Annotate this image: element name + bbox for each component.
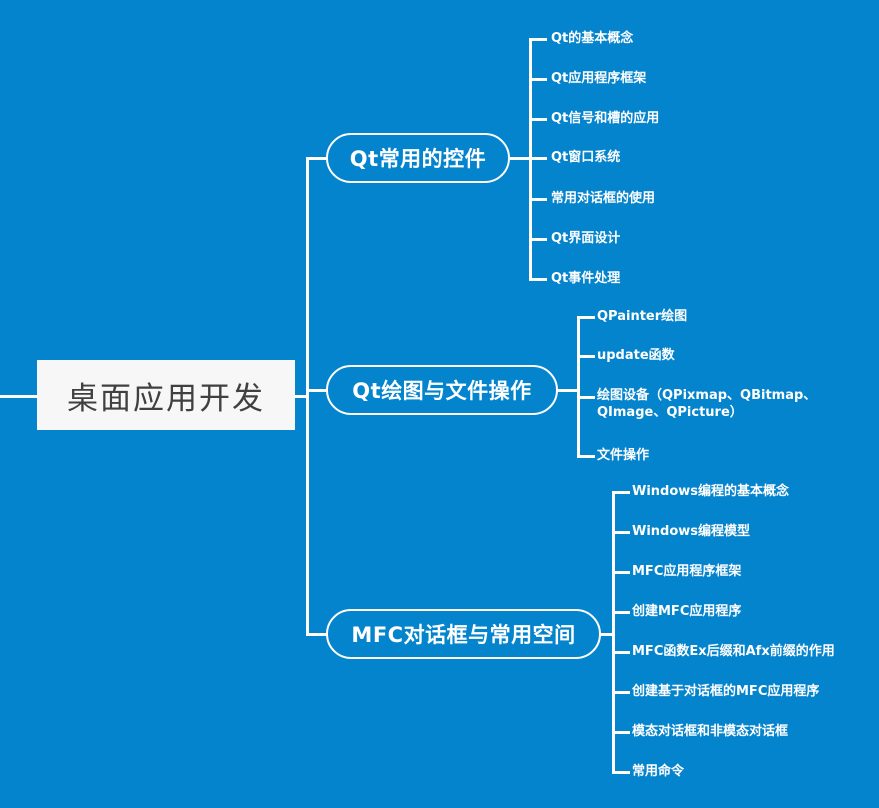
group-3-stub-connector <box>599 633 615 636</box>
trunk-spine-connector <box>306 157 309 636</box>
leaf-item[interactable]: 文件操作 <box>597 448 650 463</box>
leaf-item[interactable]: MFC应用程序框架 <box>632 564 742 579</box>
group-3-leaf-arm-5 <box>612 651 630 654</box>
branch-node-2-label: Qt绘图与文件操作 <box>352 379 532 403</box>
leaf-item[interactable]: MFC函数Ex后缀和Afx前缀的作用 <box>632 644 835 659</box>
root-node-label: 桌面应用开发 <box>67 380 265 417</box>
branch-node-3-label: MFC对话框与常用空间 <box>351 623 576 647</box>
group-2-spine-connector <box>577 316 580 457</box>
branch-node-2[interactable]: Qt绘图与文件操作 <box>326 365 558 415</box>
group-2-stub-connector <box>556 389 580 392</box>
group-3-leaf-arm-4 <box>612 611 630 614</box>
group-1-stub-connector <box>508 157 532 160</box>
group-3-leaf-arm-1 <box>612 491 630 494</box>
trunk-arm-branch-3 <box>306 633 328 636</box>
group-2-leaf-arm-3 <box>577 396 595 399</box>
branch-node-1[interactable]: Qt常用的控件 <box>326 133 510 183</box>
trunk-stub-connector <box>295 395 309 398</box>
leaf-item[interactable]: 常用对话框的使用 <box>551 191 656 206</box>
group-3-leaf-arm-7 <box>612 731 630 734</box>
group-1-leaf-arm-1 <box>529 38 547 41</box>
trunk-arm-branch-1 <box>306 157 328 160</box>
group-1-leaf-arm-6 <box>529 238 547 241</box>
group-1-leaf-arm-7 <box>529 278 547 281</box>
leaf-item[interactable]: 模态对话框和非模态对话框 <box>632 724 789 739</box>
leaf-item[interactable]: 创建MFC应用程序 <box>632 604 742 619</box>
group-2-leaf-arm-4 <box>577 455 595 458</box>
leaf-item[interactable]: Qt窗口系统 <box>551 150 621 165</box>
root-left-connector <box>0 395 40 398</box>
leaf-item[interactable]: QPainter绘图 <box>597 309 688 324</box>
group-3-spine-connector <box>612 491 615 772</box>
leaf-item[interactable]: Windows编程的基本概念 <box>632 484 790 499</box>
root-node[interactable]: 桌面应用开发 <box>37 360 295 430</box>
leaf-item[interactable]: Qt信号和槽的应用 <box>551 111 660 126</box>
group-3-leaf-arm-2 <box>612 531 630 534</box>
group-1-leaf-arm-5 <box>529 198 547 201</box>
group-3-leaf-arm-3 <box>612 571 630 574</box>
leaf-item[interactable]: Qt的基本概念 <box>551 31 634 46</box>
branch-node-1-label: Qt常用的控件 <box>349 147 487 171</box>
group-2-leaf-arm-2 <box>577 355 595 358</box>
group-2-leaf-arm-1 <box>577 316 595 319</box>
leaf-item[interactable]: 常用命令 <box>632 764 685 779</box>
leaf-item[interactable]: Qt事件处理 <box>551 271 621 286</box>
branch-node-3[interactable]: MFC对话框与常用空间 <box>326 609 601 659</box>
trunk-arm-branch-2 <box>306 389 328 392</box>
leaf-item[interactable]: Qt应用程序框架 <box>551 71 647 86</box>
group-1-leaf-arm-2 <box>529 78 547 81</box>
group-3-leaf-arm-8 <box>612 771 630 774</box>
group-3-leaf-arm-6 <box>612 691 630 694</box>
group-1-leaf-arm-3 <box>529 118 547 121</box>
leaf-item[interactable]: update函数 <box>597 348 675 363</box>
leaf-item[interactable]: Qt界面设计 <box>551 231 621 246</box>
leaf-item[interactable]: 创建基于对话框的MFC应用程序 <box>632 684 820 699</box>
group-1-leaf-arm-4 <box>529 157 547 160</box>
leaf-item[interactable]: Windows编程模型 <box>632 524 751 539</box>
leaf-item[interactable]: 绘图设备（QPixmap、QBitmap、QImage、QPicture） <box>597 388 817 420</box>
